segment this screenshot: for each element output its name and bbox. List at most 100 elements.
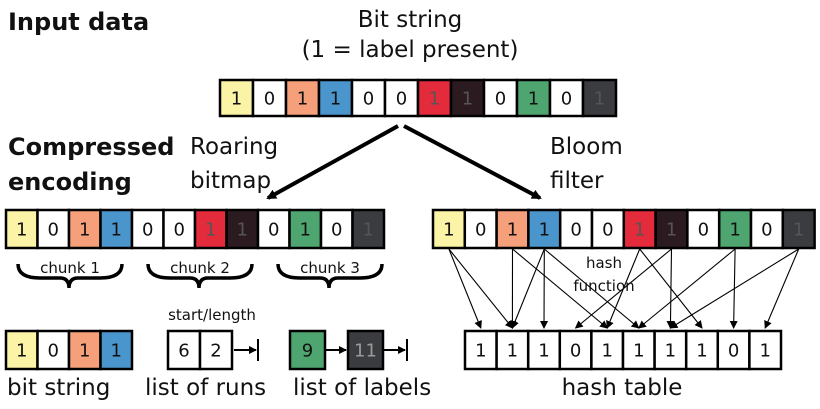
list-of-labels-caption: list of labels: [293, 375, 431, 401]
chunk-2-label: chunk 2: [170, 259, 230, 277]
hash-table-bit-value: 1: [696, 340, 707, 361]
input-bit-cell: [350, 78, 387, 118]
hash-edge: [666, 248, 675, 329]
hash-table-bit-value: 1: [633, 340, 644, 361]
input-bit-value: 0: [495, 88, 506, 109]
hash-table-bit-value: 1: [665, 340, 676, 361]
label-list-cell: [288, 329, 327, 371]
run-value-cell: [198, 329, 234, 371]
example-bit-value: 1: [111, 340, 122, 361]
hash-edges: [448, 248, 800, 329]
roaring-bit-value: 1: [111, 219, 122, 240]
bloom-bit-value: 0: [698, 219, 709, 240]
hash-table-bit-cell: [748, 329, 783, 371]
bloom-bit-cell: [749, 208, 785, 250]
label-list-value: 11: [354, 341, 377, 362]
hash-edge: [764, 248, 800, 329]
example-bit-value: 0: [48, 340, 59, 361]
bloom-bit-cell: [463, 208, 498, 250]
hash-edge: [574, 248, 672, 329]
input-bit-cell: [218, 78, 255, 118]
roaring-bit-value: 1: [300, 219, 311, 240]
roaring-title-line1: Roaring: [190, 134, 278, 160]
input-bit-value: 1: [462, 88, 473, 109]
hash-table-bit-value: 0: [728, 340, 739, 361]
roaring-bit-cell: [351, 208, 386, 250]
roaring-bit-value: 0: [142, 219, 153, 240]
roaring-bit-cell: [256, 208, 291, 250]
hash-edge: [638, 248, 736, 329]
example-bit-cell: [99, 329, 134, 371]
bloom-bit-cell: [686, 208, 721, 250]
bloom-title-line2: filter: [550, 168, 604, 194]
chunk-3-brace: [276, 263, 384, 289]
run-value-value: 6: [178, 340, 189, 361]
roaring-bit-cell: [225, 208, 260, 250]
bloom-bit-cell: [781, 208, 816, 250]
chunk-1-label: chunk 1: [40, 259, 100, 277]
input-bit-value: 1: [297, 88, 308, 109]
roaring-bit-cell: [319, 208, 354, 250]
run-value-cell: [166, 329, 202, 371]
input-bit-cell: [449, 78, 486, 118]
hash-edge: [669, 248, 799, 329]
compressed-heading-line2: encoding: [8, 168, 132, 196]
compressed-heading-line1: Compressed: [8, 133, 174, 161]
roaring-bit-value: 1: [79, 219, 90, 240]
bloom-title-line1: Bloom: [550, 134, 623, 160]
roaring-bit-value: 1: [205, 219, 216, 240]
hash-table-bit-value: 1: [601, 340, 612, 361]
bloom-bit-value: 1: [634, 219, 645, 240]
run-value-value: 2: [210, 340, 221, 361]
bloom-arrow: [403, 124, 542, 200]
input-bit-value: 1: [594, 88, 605, 109]
hash-function-label-line2: function: [573, 277, 634, 295]
hash-edge: [543, 248, 640, 329]
hash-table-bit-cell: [684, 329, 720, 371]
hash-edge: [511, 248, 545, 329]
input-bit-value: 1: [528, 88, 539, 109]
roaring-bit-value: 1: [363, 219, 374, 240]
bloom-bit-cell: [495, 208, 530, 250]
start-length-label: start/length: [168, 306, 256, 324]
bit-string-caption: bit string: [7, 375, 110, 401]
hash-table-bit-value: 1: [538, 340, 549, 361]
bit-string-subtitle: (1 = label present): [302, 37, 519, 63]
input-bit-cell: [251, 78, 288, 118]
input-bit-cell: [515, 78, 552, 118]
hash-table-bit-value: 1: [759, 340, 770, 361]
bit-string-title: Bit string: [358, 7, 463, 33]
bloom-bit-value: 1: [443, 219, 454, 240]
hash-function-label-line1: hash: [586, 254, 622, 272]
roaring-bit-cell: [193, 208, 228, 250]
list-of-runs-caption: list of runs: [145, 375, 266, 401]
roaring-bit-value: 0: [331, 219, 342, 240]
bloom-bit-value: 0: [570, 219, 581, 240]
example-bit-value: 1: [79, 340, 90, 361]
roaring-bit-value: 0: [268, 219, 279, 240]
bloom-bit-value: 1: [666, 219, 677, 240]
chunk-3-label: chunk 3: [300, 259, 360, 277]
bloom-bit-value: 0: [475, 219, 486, 240]
roaring-bit-value: 0: [48, 219, 59, 240]
example-bit-value: 1: [16, 340, 27, 361]
bloom-bit-value: 1: [729, 219, 740, 240]
hash-edge: [448, 248, 514, 329]
roaring-arrow: [266, 124, 399, 200]
hash-edge: [448, 248, 482, 329]
roaring-bit-value: 1: [237, 219, 248, 240]
hash-table-caption: hash table: [562, 375, 683, 401]
input-bit-value: 0: [561, 88, 572, 109]
input-data-heading: Input data: [8, 8, 149, 36]
bloom-bit-value: 1: [793, 219, 804, 240]
input-bit-value: 0: [396, 88, 407, 109]
input-bit-cell: [482, 78, 519, 118]
hash-table-bit-value: 0: [570, 340, 581, 361]
